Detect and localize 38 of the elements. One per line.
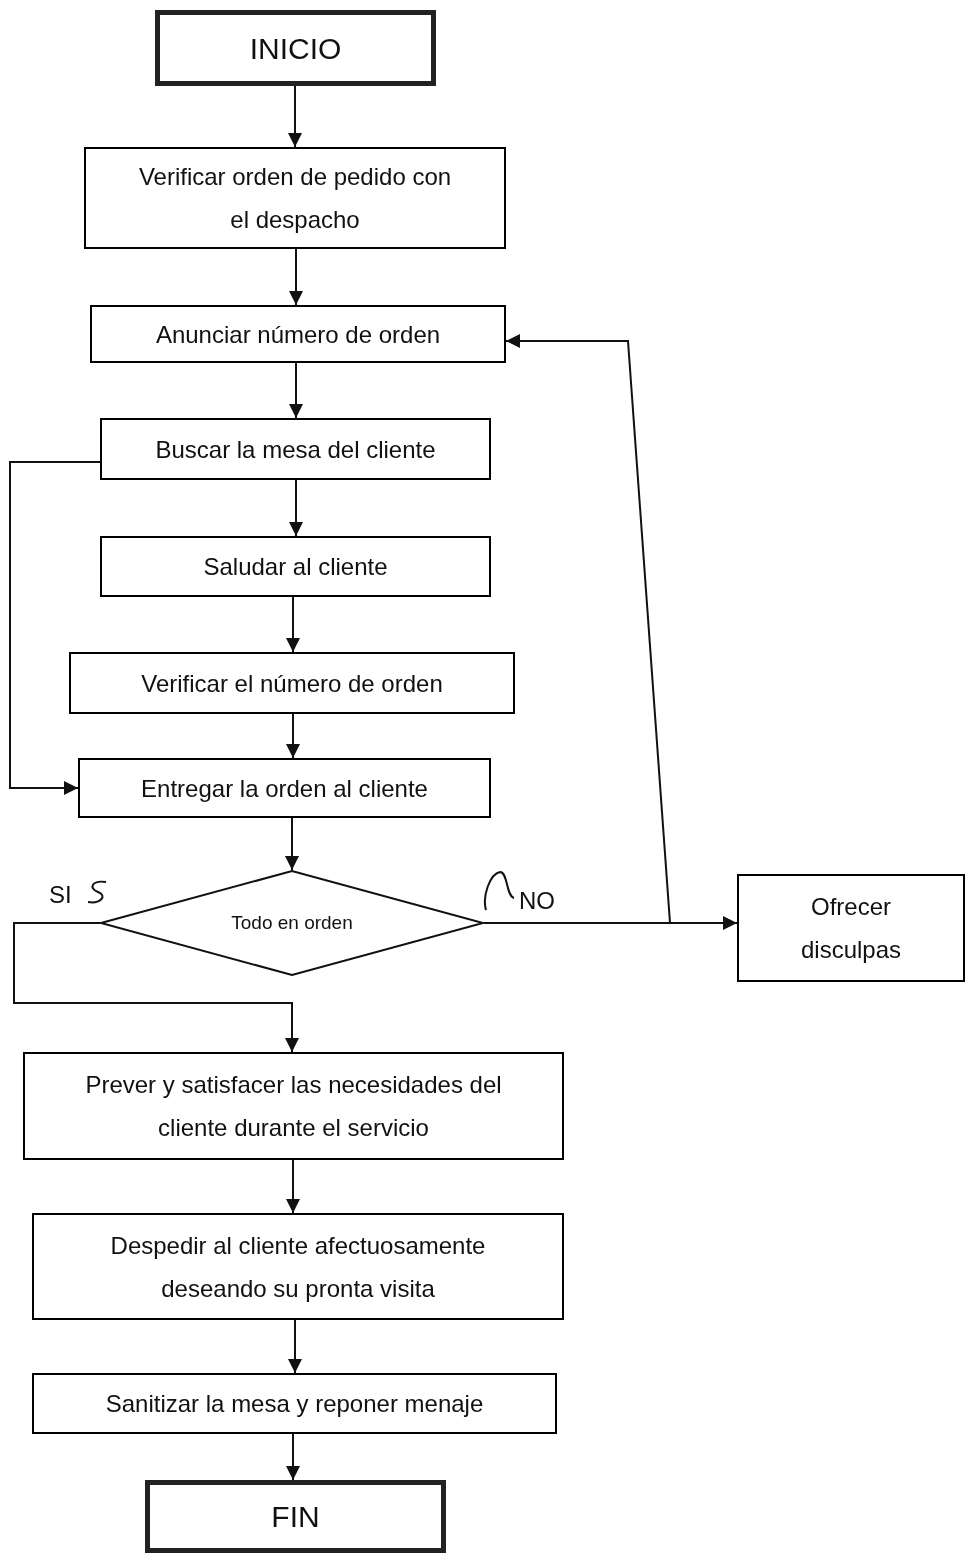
- arrow: [288, 1319, 302, 1374]
- node-text: Todo en orden: [231, 912, 353, 934]
- process-box: [100, 418, 491, 480]
- decision-diamond: [100, 870, 484, 976]
- arrow: [286, 713, 300, 759]
- node-text: Despedir al cliente afectuosamente deseando su pronta visita: [109, 1230, 487, 1304]
- process-box: [100, 536, 491, 597]
- node-text: Saludar al cliente: [203, 552, 388, 582]
- node-text: Entregar la orden al cliente: [141, 773, 428, 804]
- arrow: [286, 1433, 300, 1481]
- arrow: [288, 85, 302, 148]
- process-box: [32, 1373, 557, 1434]
- process-box: [78, 758, 491, 818]
- node-text: Buscar la mesa del cliente: [155, 434, 436, 465]
- arrow: [289, 248, 303, 306]
- process-box: [90, 305, 506, 363]
- terminal-box: [145, 1480, 446, 1553]
- terminal-box: [155, 10, 436, 86]
- node-text: Prever y satisfacer las necesidades del cliente durante el servicio: [85, 1070, 502, 1143]
- arrow: [9, 461, 101, 795]
- arrow: [289, 362, 303, 419]
- node-text: FIN: [271, 1499, 320, 1535]
- arrow: [285, 817, 299, 871]
- node-text: Sanitizar la mesa y reponer menaje: [105, 1389, 484, 1419]
- process-box: [23, 1052, 564, 1160]
- node-text: Ofrecer disculpas: [799, 892, 903, 965]
- process-box: [69, 652, 515, 714]
- process-box: [84, 147, 506, 249]
- node-text: INICIO: [249, 30, 342, 67]
- process-box: [32, 1213, 564, 1320]
- process-box: [737, 874, 965, 982]
- arrow: [286, 1159, 300, 1214]
- arrow: [286, 596, 300, 653]
- node-text: Verificar orden de pedido con el despacho: [137, 162, 453, 235]
- node-text: Anunciar número de orden: [155, 319, 441, 350]
- arrow: [13, 922, 299, 1053]
- node-text: Verificar el número de orden: [141, 668, 443, 699]
- arrow: [289, 479, 303, 537]
